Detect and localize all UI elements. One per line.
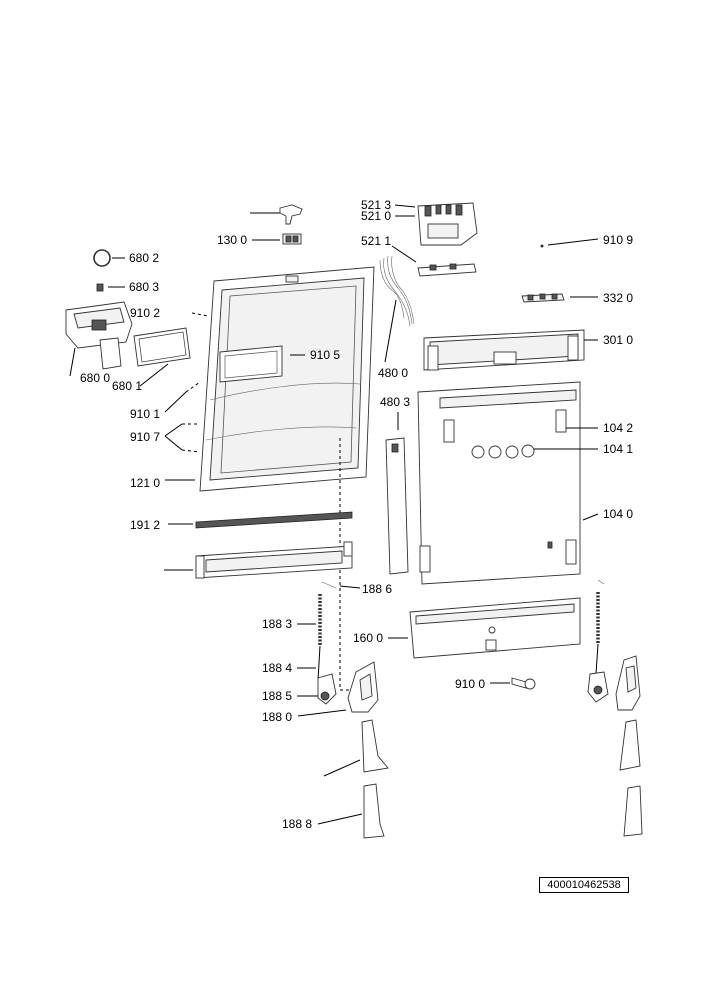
label-188-8: 188 8 — [282, 817, 312, 831]
part-188-8-cover-left — [317, 783, 385, 839]
label-910-7: 910 7 — [130, 430, 160, 444]
part-160-0-kickplate — [388, 597, 581, 659]
label-301-0: 301 0 — [603, 333, 633, 347]
label-521-0: 521 0 — [361, 209, 391, 223]
part-301-0-control-panel — [423, 329, 598, 371]
label-104-1: 104 1 — [603, 442, 633, 456]
label-188-0: 188 0 — [262, 710, 292, 724]
part-521-0-control-module — [394, 202, 478, 246]
part-332-0 — [521, 293, 598, 303]
part-680-1-seal — [133, 327, 191, 387]
label-188-5: 188 5 — [262, 689, 292, 703]
label-104-2: 104 2 — [603, 421, 633, 435]
label-910-2: 910 2 — [130, 306, 160, 320]
label-910-0: 910 0 — [455, 677, 485, 691]
part-480-0-wiring — [379, 255, 415, 363]
part-hinge-right — [587, 655, 641, 711]
label-332-0: 332 0 — [603, 291, 633, 305]
label-121-0: 121 0 — [130, 476, 160, 490]
part-bottom-rail — [164, 541, 353, 579]
part-spring-right — [595, 579, 605, 675]
label-910-5: 910 5 — [310, 348, 340, 362]
part-680-0-dispenser — [65, 301, 133, 377]
document-id: 400010462538 — [539, 877, 629, 893]
label-104-0: 104 0 — [603, 507, 633, 521]
part-910-9-screw — [540, 238, 599, 248]
part-910-0 — [490, 677, 536, 690]
part-hinge-cover-right — [619, 719, 641, 771]
label-680-1: 680 1 — [112, 379, 142, 393]
label-130-0: 130 0 — [217, 233, 247, 247]
label-188-4: 188 4 — [262, 661, 292, 675]
label-191-2: 191 2 — [130, 518, 160, 532]
part-130-0 — [252, 233, 302, 245]
part-680-3 — [96, 283, 125, 292]
label-480-0: 480 0 — [378, 366, 408, 380]
label-680-0: 680 0 — [80, 371, 110, 385]
label-160-0: 160 0 — [353, 631, 383, 645]
label-521-1: 521 1 — [361, 234, 391, 248]
part-cover-right — [623, 785, 643, 837]
part-clip-top — [250, 204, 303, 225]
part-188-6-188-3-spring-left — [297, 581, 361, 681]
label-680-3: 680 3 — [129, 280, 159, 294]
label-910-1: 910 1 — [130, 407, 160, 421]
part-480-3-side-strip — [385, 412, 409, 575]
part-hinge-cover-left — [323, 719, 389, 777]
part-521-1-keyboard — [391, 245, 477, 277]
part-104-0-outer-door — [417, 381, 599, 585]
label-680-2: 680 2 — [129, 251, 159, 265]
part-121-0-inner-door — [199, 266, 375, 691]
part-191-2-strip — [168, 511, 353, 529]
part-188-4-hinge-arm-left — [297, 667, 337, 705]
part-188-0-hinge-left — [297, 661, 379, 717]
label-188-6: 188 6 — [362, 582, 392, 596]
label-521-3: 521 3 — [361, 198, 391, 212]
label-480-3: 480 3 — [380, 395, 410, 409]
label-188-3: 188 3 — [262, 617, 292, 631]
label-910-9: 910 9 — [603, 233, 633, 247]
part-680-2-ring — [93, 249, 125, 267]
